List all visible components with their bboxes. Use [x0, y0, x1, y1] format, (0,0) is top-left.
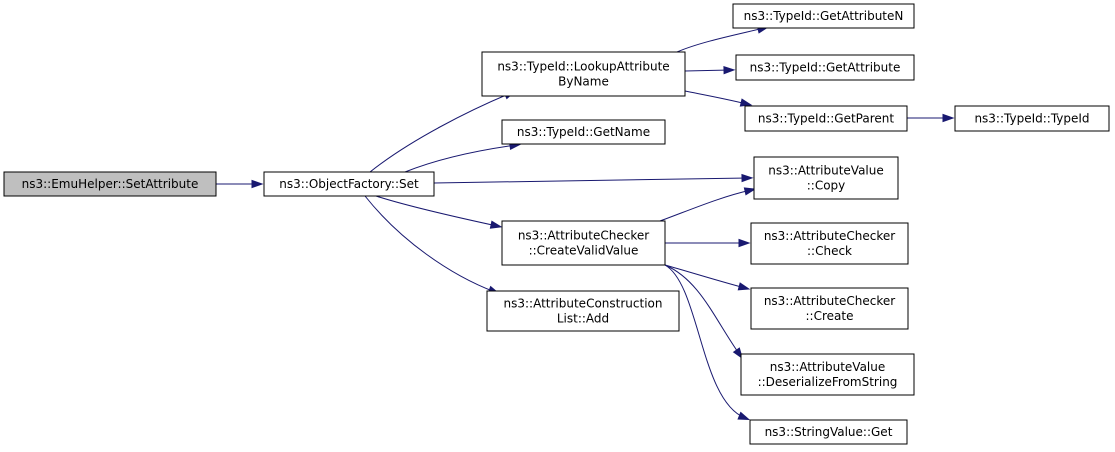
node-label: ns3::AttributeChecker [764, 229, 895, 243]
arrowhead [489, 220, 503, 229]
node-typeid-getattributen[interactable]: ns3::TypeId::GetAttributeN [732, 3, 915, 29]
edge-attributechecker-createvalidvalue-to-attributevalue-copy [659, 187, 757, 222]
edge-line [684, 90, 748, 105]
node-attributechecker-check[interactable]: ns3::AttributeChecker::Check [750, 222, 909, 265]
node-emuhelper-setattribute[interactable]: ns3::EmuHelper::SetAttribute [3, 171, 217, 197]
node-objectfactory-set[interactable]: ns3::ObjectFactory::Set [263, 171, 435, 197]
node-label: ::Check [807, 244, 852, 258]
node-box [732, 3, 915, 29]
node-box [263, 171, 435, 197]
arrowhead [741, 173, 754, 183]
node-label: ns3::AttributeChecker [764, 294, 895, 308]
node-label: ns3::TypeId::GetName [517, 125, 650, 139]
node-label: ::CreateValidValue [529, 244, 639, 258]
node-box [750, 287, 909, 330]
node-label: ::Create [806, 309, 854, 323]
edge-attributechecker-createvalidvalue-to-attributechecker-check [665, 238, 751, 248]
edge-line [676, 27, 765, 53]
node-box [749, 419, 908, 445]
node-box [740, 353, 915, 396]
edge-attributechecker-createvalidvalue-to-attributevalue-deserializefromstring [664, 264, 744, 360]
edge-objectfactory-set-to-typeid-getname [404, 141, 522, 173]
node-label: List::Add [557, 312, 609, 326]
node-attributevalue-copy[interactable]: ns3::AttributeValue::Copy [753, 156, 899, 200]
edge-objectfactory-set-to-attributechecker-createvalidvalue [375, 195, 503, 229]
node-box [486, 290, 680, 332]
node-typeid-getname[interactable]: ns3::TypeId::GetName [501, 119, 666, 145]
edge-typeid-lookupattributebyname-to-typeid-getattributen [676, 25, 770, 53]
edge-line [404, 144, 517, 173]
arrowhead [732, 347, 744, 360]
arrowhead [942, 113, 955, 123]
edge-line [664, 264, 741, 356]
edge-objectfactory-set-to-attributeconstructionlist-add [364, 195, 501, 294]
edge-line [364, 195, 496, 293]
node-box [744, 105, 908, 132]
node-label: ns3::AttributeValue [770, 360, 886, 374]
node-typeid-getparent[interactable]: ns3::TypeId::GetParent [744, 105, 908, 132]
node-label: ::DeserializeFromString [758, 375, 898, 389]
node-label: ns3::ObjectFactory::Set [279, 177, 419, 191]
edge-line [664, 264, 746, 289]
node-label: ByName [558, 75, 609, 89]
edge-line [369, 92, 512, 173]
edge-line [659, 189, 752, 222]
edge-emuhelper-setattribute-to-objectfactory-set [216, 179, 264, 189]
node-box [501, 119, 666, 145]
edge-attributechecker-createvalidvalue-to-attributechecker-create [664, 264, 751, 291]
node-box [501, 220, 666, 266]
edge-line [684, 69, 731, 72]
edge-line [433, 177, 749, 184]
node-attributechecker-createvalidvalue[interactable]: ns3::AttributeChecker::CreateValidValue [501, 220, 666, 266]
node-attributevalue-deserializefromstring[interactable]: ns3::AttributeValue::DeserializeFromStri… [740, 353, 915, 396]
edge-typeid-getparent-to-typeid-typeid [907, 113, 955, 123]
node-label: ns3::TypeId::GetParent [758, 112, 894, 126]
arrowhead [723, 65, 736, 75]
node-label: ns3::AttributeChecker [518, 229, 649, 243]
node-label: ns3::EmuHelper::SetAttribute [22, 177, 199, 191]
arrowhead [738, 238, 751, 248]
edge-typeid-lookupattributebyname-to-typeid-getattribute [684, 65, 736, 75]
node-box [753, 156, 899, 200]
node-label: ns3::TypeId::LookupAttribute [497, 60, 669, 74]
arrowhead [737, 411, 751, 421]
node-label: ns3::AttributeConstruction [504, 297, 663, 311]
node-box [750, 222, 909, 265]
edges-layer [216, 25, 955, 421]
edge-attributechecker-createvalidvalue-to-stringvalue-get [664, 264, 751, 421]
node-stringvalue-get[interactable]: ns3::StringValue::Get [749, 419, 908, 445]
node-label: ns3::TypeId::GetAttributeN [744, 9, 904, 23]
arrowhead [739, 98, 753, 107]
edge-line [375, 195, 498, 227]
arrowhead [737, 282, 751, 291]
edge-objectfactory-set-to-attributevalue-copy [433, 173, 754, 184]
arrowhead [743, 187, 757, 196]
node-typeid-getattribute[interactable]: ns3::TypeId::GetAttribute [735, 54, 915, 81]
node-typeid-typeid[interactable]: ns3::TypeId::TypeId [954, 105, 1110, 132]
node-label: ns3::AttributeValue [768, 164, 884, 178]
node-label: ::Copy [807, 179, 846, 193]
node-label: ns3::StringValue::Get [765, 425, 893, 439]
nodes-layer: ns3::EmuHelper::SetAttribute ns3::ObjectF… [3, 3, 1110, 445]
node-box [735, 54, 915, 81]
node-label: ns3::TypeId::TypeId [974, 112, 1089, 126]
node-attributechecker-create[interactable]: ns3::AttributeChecker::Create [750, 287, 909, 330]
node-box [954, 105, 1110, 132]
node-box [3, 171, 217, 197]
arrowhead [251, 179, 264, 189]
edge-line [664, 264, 746, 419]
node-box [481, 51, 686, 97]
node-label: ns3::TypeId::GetAttribute [750, 61, 901, 75]
edge-typeid-lookupattributebyname-to-typeid-getparent [684, 90, 753, 107]
